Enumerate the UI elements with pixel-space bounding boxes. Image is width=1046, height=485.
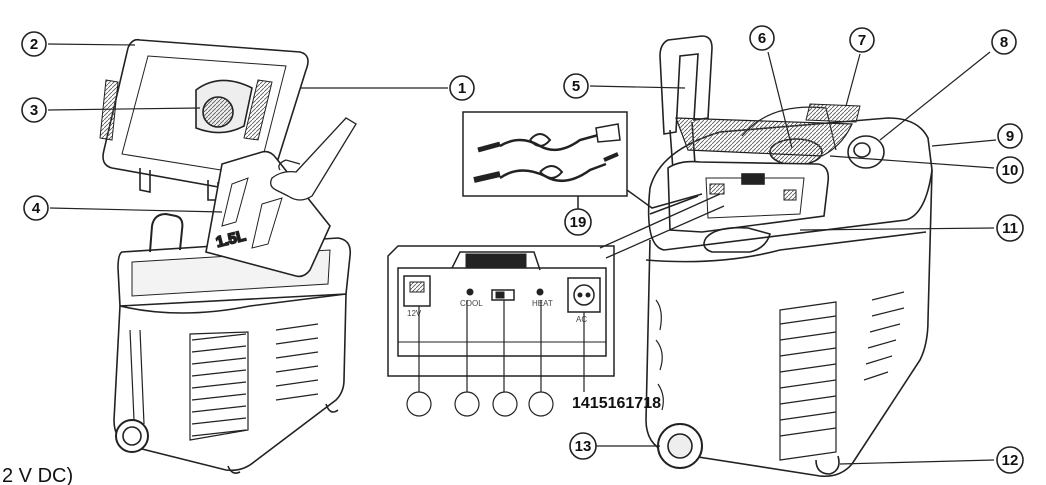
callout-12: 12 xyxy=(997,447,1023,473)
callout-19: 19 xyxy=(565,209,591,235)
callout-9: 9 xyxy=(998,124,1022,148)
panel-label-12v: 12V xyxy=(407,309,422,318)
callout-5: 5 xyxy=(564,74,588,98)
svg-text:7: 7 xyxy=(858,32,866,49)
svg-text:1: 1 xyxy=(458,80,466,97)
panel-label-ac: AC xyxy=(576,315,587,324)
footer-text: 2 V DC) xyxy=(2,465,73,485)
callout-13: 13 xyxy=(570,433,596,459)
callout-8: 8 xyxy=(992,30,1016,54)
callout-3: 3 xyxy=(22,98,46,122)
lid-knob xyxy=(848,136,884,168)
panel-label-heat: HEAT xyxy=(532,299,553,308)
callout-4: 4 xyxy=(24,196,48,220)
left-cooler: 1.5L xyxy=(100,40,356,473)
svg-text:3: 3 xyxy=(30,102,38,119)
body-ridges xyxy=(130,324,318,440)
svg-text:10: 10 xyxy=(1002,162,1019,179)
panel-callout-circles xyxy=(407,392,553,416)
panel-numbers: 1415161718 xyxy=(572,395,661,412)
svg-text:13: 13 xyxy=(575,438,592,455)
panel-label-cool: COOL xyxy=(460,299,483,308)
svg-text:11: 11 xyxy=(1002,220,1018,237)
svg-text:6: 6 xyxy=(758,30,766,47)
left-wheel xyxy=(116,420,148,452)
callout-6: 6 xyxy=(750,26,774,50)
callout-11: 11 xyxy=(997,215,1023,241)
svg-text:5: 5 xyxy=(572,78,580,95)
callout-7: 7 xyxy=(850,28,874,52)
hand xyxy=(271,118,356,200)
callout-2: 2 xyxy=(22,32,46,56)
foot xyxy=(816,456,839,474)
svg-text:19: 19 xyxy=(570,214,587,231)
svg-text:12: 12 xyxy=(1002,452,1019,469)
svg-text:4: 4 xyxy=(32,200,41,217)
fan-grill xyxy=(203,97,233,127)
svg-text:9: 9 xyxy=(1006,128,1014,145)
svg-text:2: 2 xyxy=(30,36,38,53)
right-cooler xyxy=(646,36,932,476)
svg-text:8: 8 xyxy=(1000,34,1008,51)
callout-10: 10 xyxy=(997,157,1023,183)
top-vents xyxy=(806,104,860,122)
callout-1: 1 xyxy=(450,76,474,100)
